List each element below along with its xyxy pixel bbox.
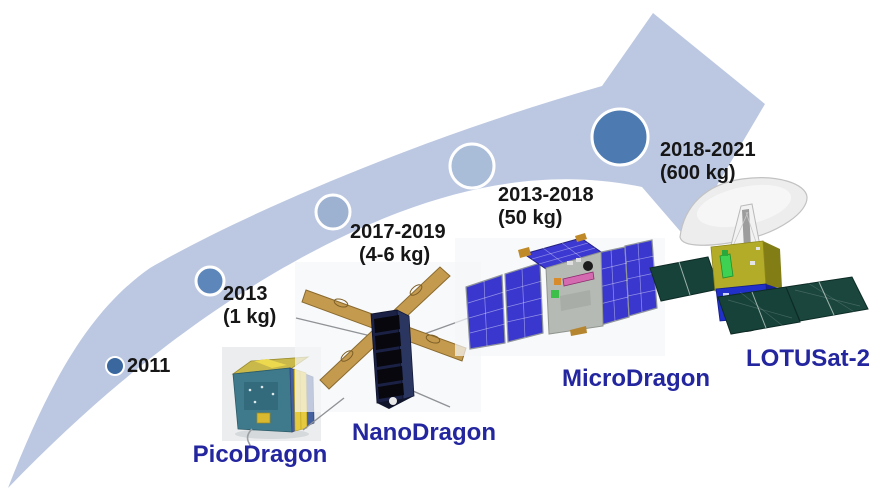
- circuit-dot: [260, 385, 264, 389]
- instrument-small: [567, 261, 573, 265]
- nanodragon-illustration: [295, 262, 481, 431]
- instrument-strip: [562, 271, 595, 287]
- yellow-chip: [256, 412, 271, 424]
- wing-seam: [678, 261, 691, 296]
- instrument-green: [551, 290, 559, 298]
- body-panel: [560, 290, 591, 311]
- milestone-dot-2017-2019: [314, 193, 352, 231]
- solar-panel: [624, 239, 658, 317]
- bottom-port: [389, 397, 397, 405]
- gold-bracket: [518, 247, 531, 258]
- milestone-dot-2013-2018: [448, 142, 496, 190]
- milestone-dot-2013: [194, 265, 226, 297]
- milestone-dot-2011: [105, 356, 125, 376]
- milestone-mass: (1 kg): [223, 306, 277, 328]
- milestone-label-2018-2021: 2018-2021 (600 kg): [660, 139, 756, 185]
- milestone-mass: (600 kg): [660, 162, 736, 184]
- antenna-curl: [245, 428, 253, 450]
- truss-line: [732, 211, 749, 247]
- solar-cells: [374, 315, 404, 399]
- wing-seams: [751, 281, 835, 329]
- roof-grid: [531, 242, 596, 265]
- milestone-label-2013-2018: 2013-2018 (50 kg): [498, 184, 594, 230]
- circuit-dot: [248, 388, 252, 392]
- microdragon-illustration: [455, 233, 665, 356]
- wing-emblems: [333, 284, 441, 362]
- satellite-name-lotusat2: LOTUSat-2: [745, 345, 870, 372]
- milestone-mass: (50 kg): [498, 207, 563, 229]
- milestone-years: 2013-2018: [498, 184, 594, 206]
- gold-bracket: [575, 233, 587, 242]
- milestone-years: 2017-2019: [350, 221, 446, 243]
- satellite-name-picodragon: PicoDragon: [192, 441, 328, 468]
- green-instrument-tip: [722, 250, 728, 256]
- instrument-small: [576, 258, 581, 262]
- bus-detail: [756, 247, 760, 250]
- panel-grid: [467, 242, 657, 347]
- satellite-name-nanodragon: NanoDragon: [352, 419, 496, 446]
- circuit-dot: [253, 400, 257, 404]
- truss-line: [745, 211, 758, 246]
- milestone-years: 2013: [223, 283, 268, 305]
- circuit-dot: [271, 392, 275, 396]
- solar-panel: [504, 262, 544, 343]
- gold-foot: [570, 326, 587, 336]
- milestone-years: 2011: [127, 355, 171, 377]
- milestone-years: 2018-2021: [660, 139, 756, 161]
- satellite-name-microdragon: MicroDragon: [562, 365, 711, 392]
- bus-detail: [750, 261, 755, 265]
- milestone-label-2017-2019: 2017-2019 (4-6 kg): [350, 221, 446, 267]
- solar-panel: [465, 274, 506, 350]
- wing-hatch: [727, 282, 861, 331]
- milestone-dot-2018-2021: [590, 107, 650, 167]
- bus-side-face: [763, 241, 782, 288]
- kapton-tape-top: [254, 359, 287, 368]
- milestone-label-2011: 2011: [127, 355, 170, 378]
- milestone-mass: (4-6 kg): [359, 244, 431, 266]
- instrument-lens: [583, 261, 593, 271]
- instrument-orange: [554, 278, 561, 285]
- body-face: [545, 251, 604, 335]
- lotusat2-illustration: [649, 177, 869, 335]
- growth-arrow: [8, 13, 765, 488]
- milestone-label-2013: 2013 (1 kg): [223, 283, 276, 329]
- picodragon-illustration: [222, 347, 321, 450]
